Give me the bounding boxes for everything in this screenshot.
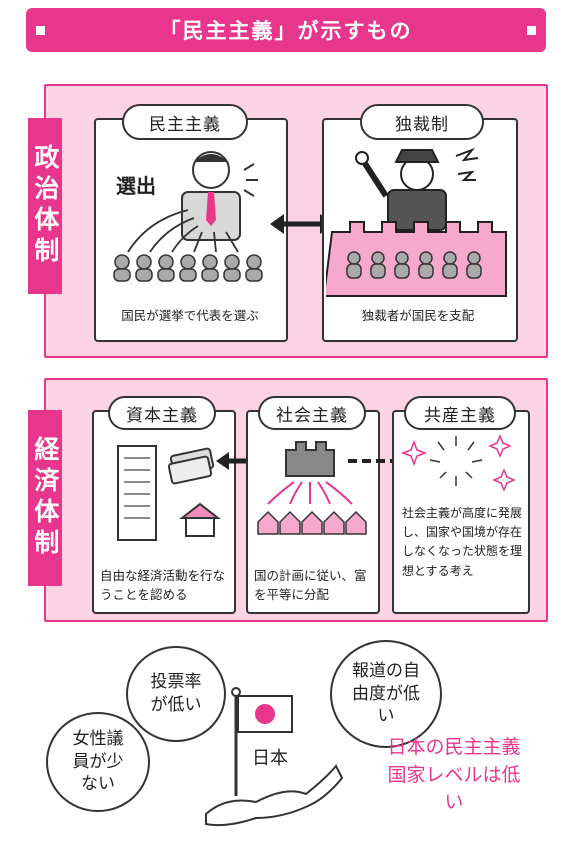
dictatorship-caption: 独裁者が国民を支配 bbox=[361, 308, 475, 323]
capitalism-label: 資本主義 bbox=[108, 396, 216, 430]
democracy-illustration bbox=[113, 151, 263, 282]
header-square-right bbox=[527, 26, 536, 35]
politics-tab-label: 政治体制 bbox=[30, 144, 60, 268]
democracy-label-text: 民主主義 bbox=[149, 114, 221, 135]
burst-lines bbox=[429, 436, 483, 486]
conclusion-text: 日本の民主主義国家レベルは低い bbox=[387, 736, 521, 814]
sparkle-illustration bbox=[400, 434, 516, 492]
women-text: 女性議員が少ない bbox=[72, 728, 124, 795]
crenellated-wall bbox=[326, 221, 507, 297]
capitalism-label-text: 資本主義 bbox=[126, 405, 198, 426]
money-stack-icon bbox=[167, 447, 215, 485]
communism-label-text: 共産主義 bbox=[424, 405, 496, 426]
voters bbox=[113, 254, 263, 282]
equal-houses bbox=[257, 510, 367, 535]
dictatorship-label-text: 独裁制 bbox=[395, 114, 449, 135]
sparkle-icon bbox=[488, 434, 512, 458]
politician-figure bbox=[181, 151, 258, 241]
election-shout: 選出 bbox=[116, 174, 156, 198]
house-icon bbox=[179, 502, 221, 537]
dictator-figure bbox=[355, 147, 479, 231]
citizens bbox=[346, 251, 482, 279]
japan-map-icon bbox=[205, 764, 344, 827]
speech-bubble-turnout: 投票率が低い bbox=[126, 646, 226, 742]
skyscraper-icon bbox=[117, 445, 157, 541]
socialism-label-text: 社会主義 bbox=[276, 405, 348, 426]
democracy-caption: 国民が選挙で代表を選ぶ bbox=[121, 308, 259, 323]
sparkle-icon bbox=[492, 468, 516, 492]
socialism-label: 社会主義 bbox=[258, 396, 366, 430]
vote-arrows bbox=[127, 209, 239, 253]
page-title: 「民主主義」が示すもの bbox=[159, 19, 413, 43]
dictatorship-illustration bbox=[326, 147, 507, 297]
press-text: 報道の自由度が低い bbox=[352, 660, 420, 727]
communism-caption: 社会主義が高度に発展し、国家や国境が存在しなくなった状態を理想とする考え bbox=[402, 506, 523, 578]
capitalism-panel bbox=[92, 410, 236, 614]
economy-tab-label: 経済体制 bbox=[30, 436, 60, 560]
distribution-arrows bbox=[267, 481, 353, 505]
header-banner: 「民主主義」が示すもの bbox=[26, 8, 546, 52]
japan-flag-illustration bbox=[205, 687, 344, 827]
speech-bubble-women: 女性議員が少ない bbox=[46, 712, 150, 812]
socialism-illustration bbox=[257, 441, 367, 535]
dictatorship-label: 独裁制 bbox=[360, 104, 484, 140]
turnout-text: 投票率が低い bbox=[150, 672, 202, 715]
communism-label: 共産主義 bbox=[404, 396, 516, 430]
header-square-left bbox=[36, 26, 45, 35]
speech-bubble-press: 報道の自由度が低い bbox=[330, 640, 442, 748]
flag-label: 日本 bbox=[252, 748, 288, 769]
socialism-caption: 国の計画に従い、富を平等に分配 bbox=[254, 568, 367, 603]
capitalism-caption: 自由な経済活動を行なうことを認める bbox=[100, 568, 226, 603]
democracy-label: 民主主義 bbox=[122, 104, 248, 140]
economy-tab: 経済体制 bbox=[28, 410, 62, 586]
sparkle-icon bbox=[400, 439, 428, 467]
politics-tab: 政治体制 bbox=[28, 118, 62, 294]
capitalism-illustration bbox=[117, 445, 221, 541]
state-castle-icon bbox=[285, 441, 335, 477]
